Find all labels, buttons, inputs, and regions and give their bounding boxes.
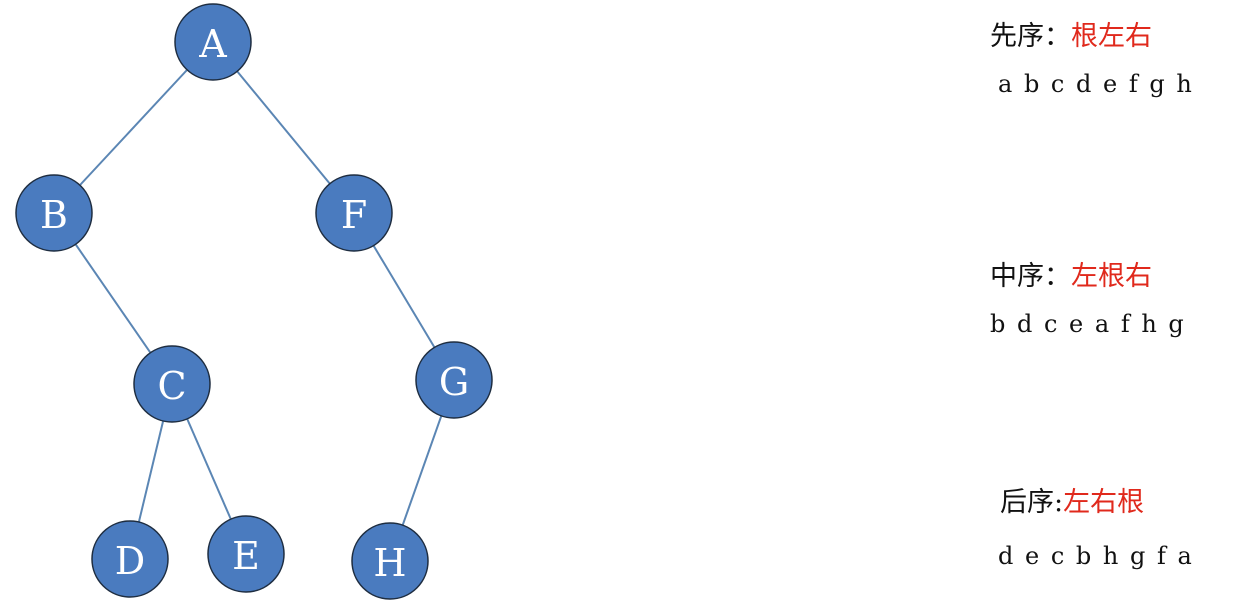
edge-a-b [53, 41, 214, 214]
node-circle-h [351, 522, 429, 600]
node-label-e: E [232, 534, 260, 578]
node-circle-a [174, 3, 252, 81]
tree-node-f: F [315, 174, 393, 252]
node-label-f: F [341, 193, 367, 237]
node-circle-b [15, 174, 93, 252]
inorder-sequence: b d c e a f h g [990, 310, 1186, 338]
node-circle-f [315, 174, 393, 252]
preorder-title: 先序：根左右 [990, 14, 1152, 53]
preorder-sequence: a b c d e f g h [998, 70, 1194, 98]
inorder-name: 中序 [990, 261, 1044, 292]
binary-tree-diagram: A B F C G D E H [15, 3, 493, 600]
node-circle-e [207, 515, 285, 593]
node-label-a: A [198, 22, 227, 66]
preorder-sep: ： [1044, 21, 1071, 52]
node-circle-c [133, 345, 211, 423]
node-label-g: G [439, 360, 469, 404]
tree-edges [53, 41, 455, 562]
postorder-sep: : [1054, 487, 1064, 518]
node-label-h: H [373, 541, 406, 585]
tree-node-a: A [174, 3, 252, 81]
preorder-rule: 根左右 [1071, 21, 1152, 52]
postorder-sequence: d e c b h g f a [998, 542, 1194, 570]
postorder-name: 后序 [1000, 487, 1054, 518]
node-circle-d [91, 520, 169, 598]
tree-nodes: A B F C G D E H [15, 3, 493, 600]
node-label-b: B [40, 193, 68, 237]
preorder-name: 先序 [990, 21, 1044, 52]
tree-node-e: E [207, 515, 285, 593]
node-circle-g [415, 341, 493, 419]
node-label-d: D [115, 539, 145, 583]
postorder-title: 后序:左右根 [1000, 480, 1144, 519]
tree-node-c: C [133, 345, 211, 423]
node-label-c: C [157, 364, 186, 408]
inorder-sep: ： [1044, 261, 1071, 292]
inorder-title: 中序：左根右 [990, 254, 1152, 293]
tree-node-b: B [15, 174, 93, 252]
inorder-rule: 左根右 [1071, 261, 1152, 292]
tree-node-g: G [415, 341, 493, 419]
postorder-rule: 左右根 [1063, 487, 1145, 518]
tree-node-h: H [351, 522, 429, 600]
tree-node-d: D [91, 520, 169, 598]
